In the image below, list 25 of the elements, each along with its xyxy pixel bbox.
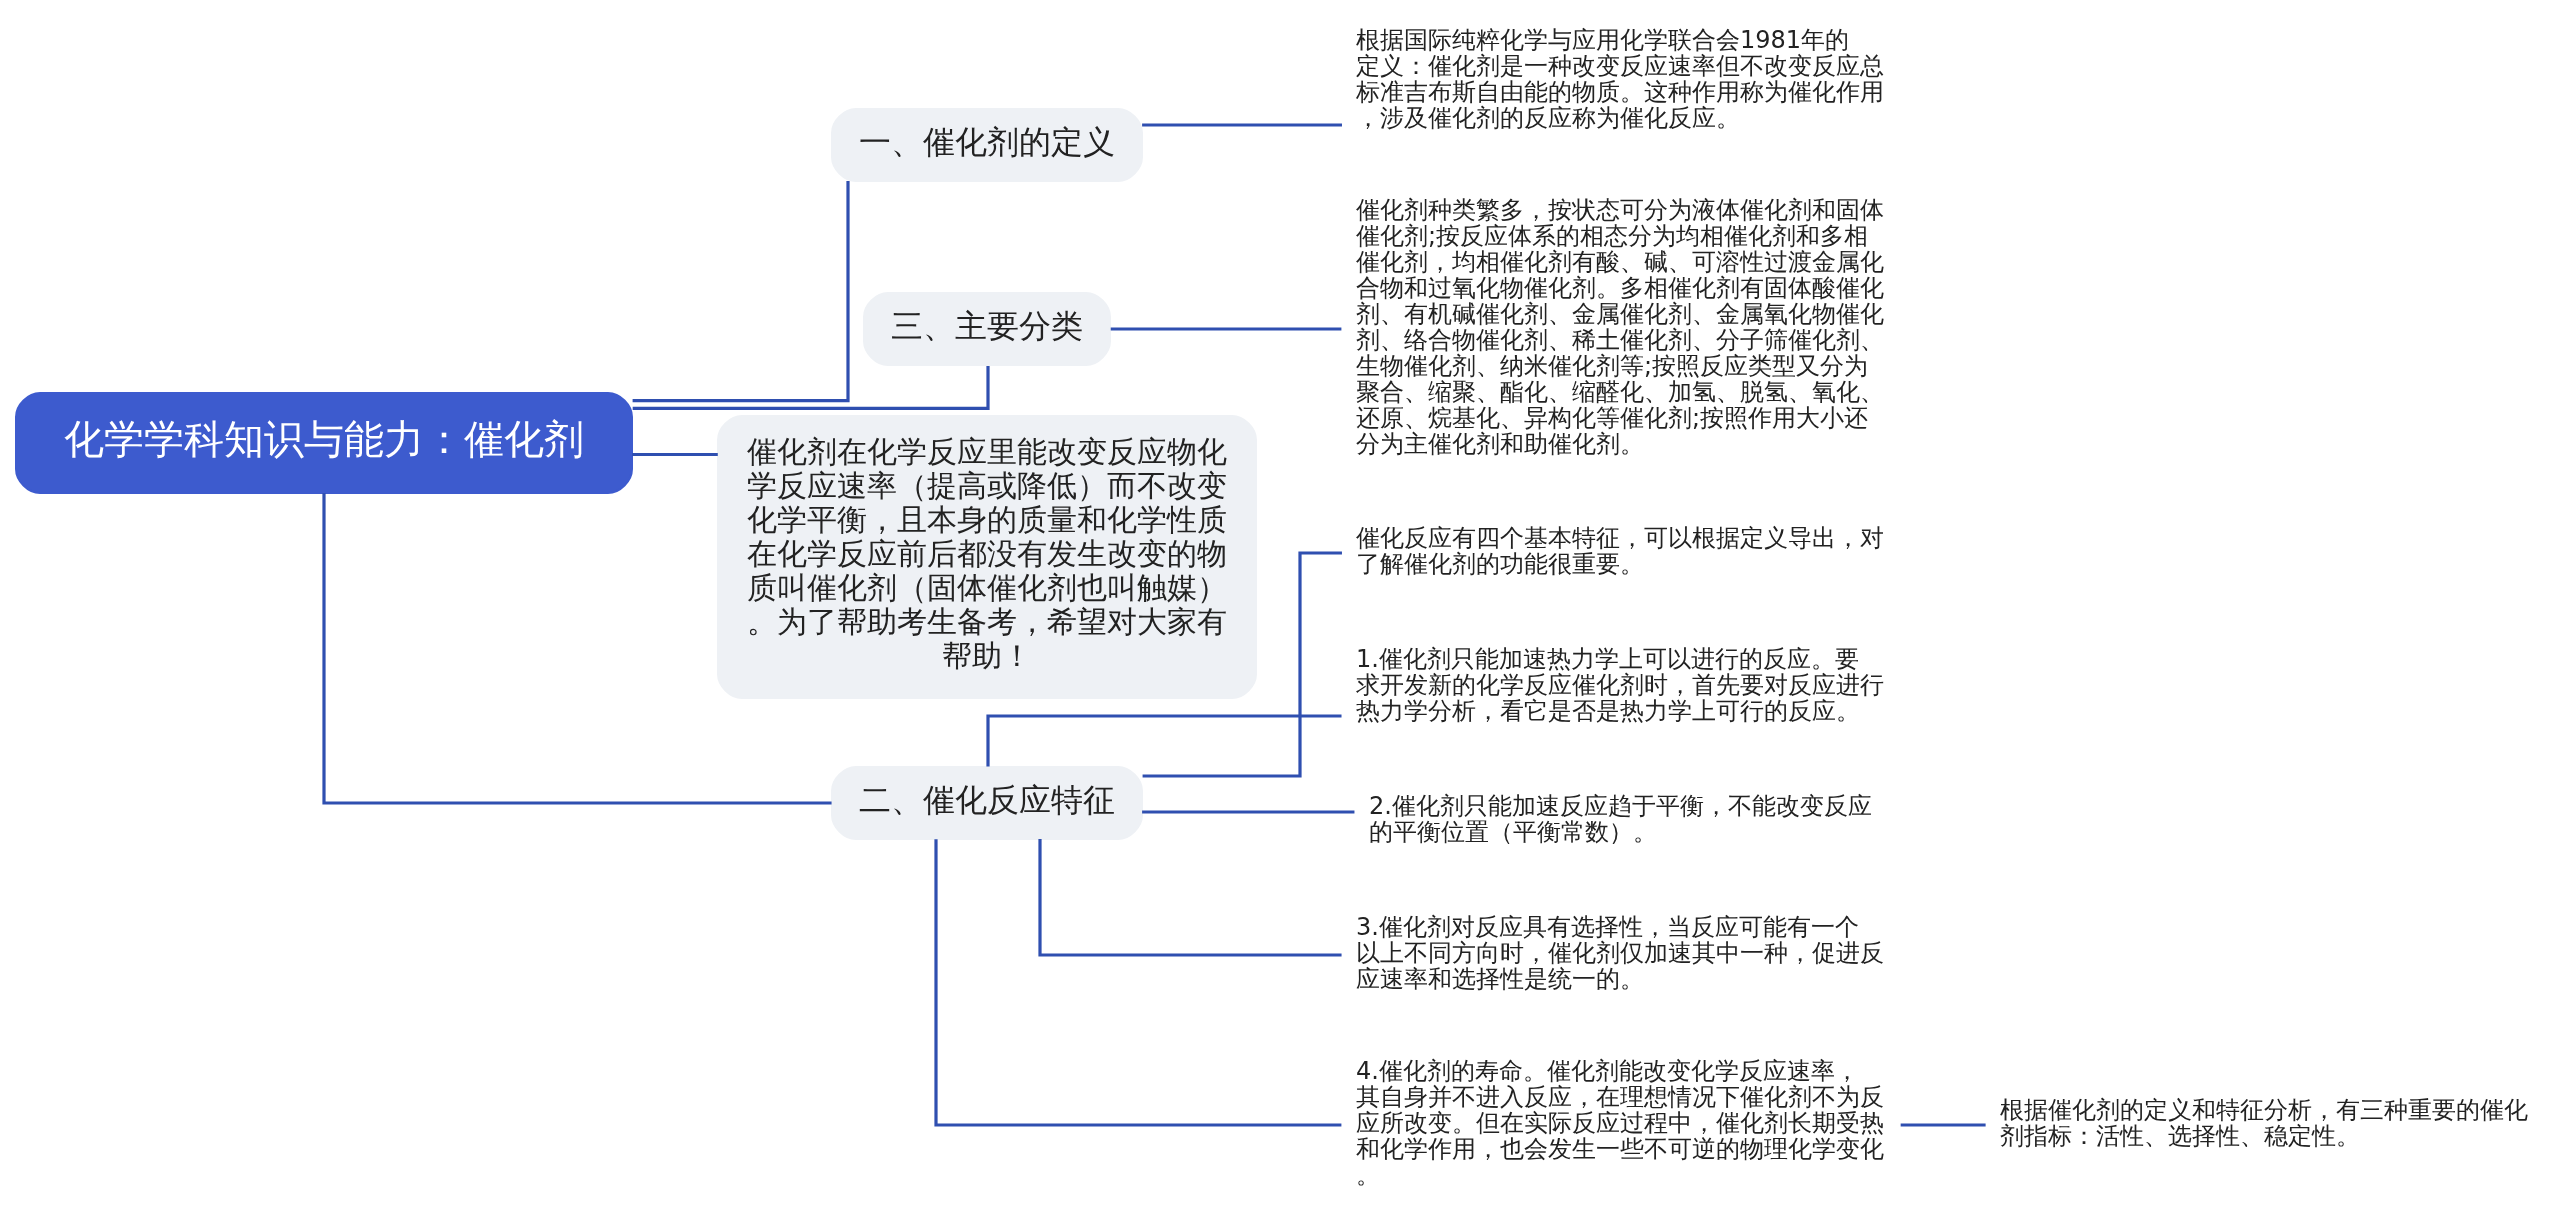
connector bbox=[632, 181, 850, 403]
node-text: 催化反应有四个基本特征，可以根据定义导出，对了解催化剂的功能很重要。 bbox=[1356, 524, 1884, 579]
connector bbox=[1142, 810, 1355, 814]
connector bbox=[632, 365, 990, 410]
connector bbox=[934, 839, 1342, 1127]
node-text: 催化剂种类繁多，按状态可分为液体催化剂和固体催化剂;按反应体系的相态分为均相催化剂和多相催化剂，均相催化剂有酸、碱、可溶性过渡金属化合物和过氧化物催化剂。多相催化剂有固体酸催化剂、有机碱催化剂、金属催化剂、金属氧化物催化剂、络合物催化剂、稀土催化剂、分子筛催化剂、生物催化剂、纳米催化剂等;按照反应类型又分为聚合、缩聚、酯化、缩醛化、加氢、脱氢、氧化、还原、烷基化、异构化等催化剂;按照作用大小还分为主催化剂和助催化剂。 bbox=[1356, 196, 1884, 459]
connector bbox=[1900, 1123, 1986, 1127]
connector bbox=[322, 493, 832, 805]
node-box: 催化剂在化学反应里能改变反应物化学反应速率（提高或降低）而不改变化学平衡，且本身的质量和化学性质在化学反应前后都没有发生改变的物质叫催化剂（固体催化剂也叫触媒）。为了帮助考生备考，希望对大家有帮助！ bbox=[717, 415, 1257, 699]
node-text: 4.催化剂的寿命。催化剂能改变化学反应速率，其自身并不进入反应，在理想情况下催化剂不为反应所改变。但在实际反应过程中，催化剂长期受热和化学作用，也会发生一些不可逆的物理化学变化。 bbox=[1356, 1057, 1884, 1190]
node-box: 化学学科知识与能力：催化剂 bbox=[15, 392, 633, 494]
node-box: 一、催化剂的定义 bbox=[831, 108, 1143, 182]
node-text: 根据催化剂的定义和特征分析，有三种重要的催化剂指标：活性、选择性、稳定性。 bbox=[2000, 1096, 2528, 1151]
connector bbox=[986, 714, 1342, 767]
node-text: 1.催化剂只能加速热力学上可以进行的反应。要求开发新的化学反应催化剂时，首先要对反应进行热力学分析，看它是否是热力学上可行的反应。 bbox=[1356, 645, 1884, 726]
connector bbox=[1142, 123, 1342, 127]
node-text: 3.催化剂对反应具有选择性，当反应可能有一个以上不同方向时，催化剂仅加速其中一种，促进反应速率和选择性是统一的。 bbox=[1356, 913, 1884, 994]
node-box: 三、主要分类 bbox=[863, 292, 1111, 366]
connector bbox=[1038, 839, 1342, 957]
node-box: 二、催化反应特征 bbox=[831, 766, 1143, 840]
node-text: 根据国际纯粹化学与应用化学联合会1981年的定义：催化剂是一种改变反应速率但不改变反应总标准吉布斯自由能的物质。这种作用称为催化作用，涉及催化剂的反应称为催化反应。 bbox=[1356, 26, 1884, 133]
node-text: 2.催化剂只能加速反应趋于平衡，不能改变反应的平衡位置（平衡常数）。 bbox=[1369, 792, 1872, 847]
connector bbox=[632, 452, 718, 457]
connector bbox=[1142, 551, 1342, 778]
connector bbox=[1110, 327, 1342, 331]
